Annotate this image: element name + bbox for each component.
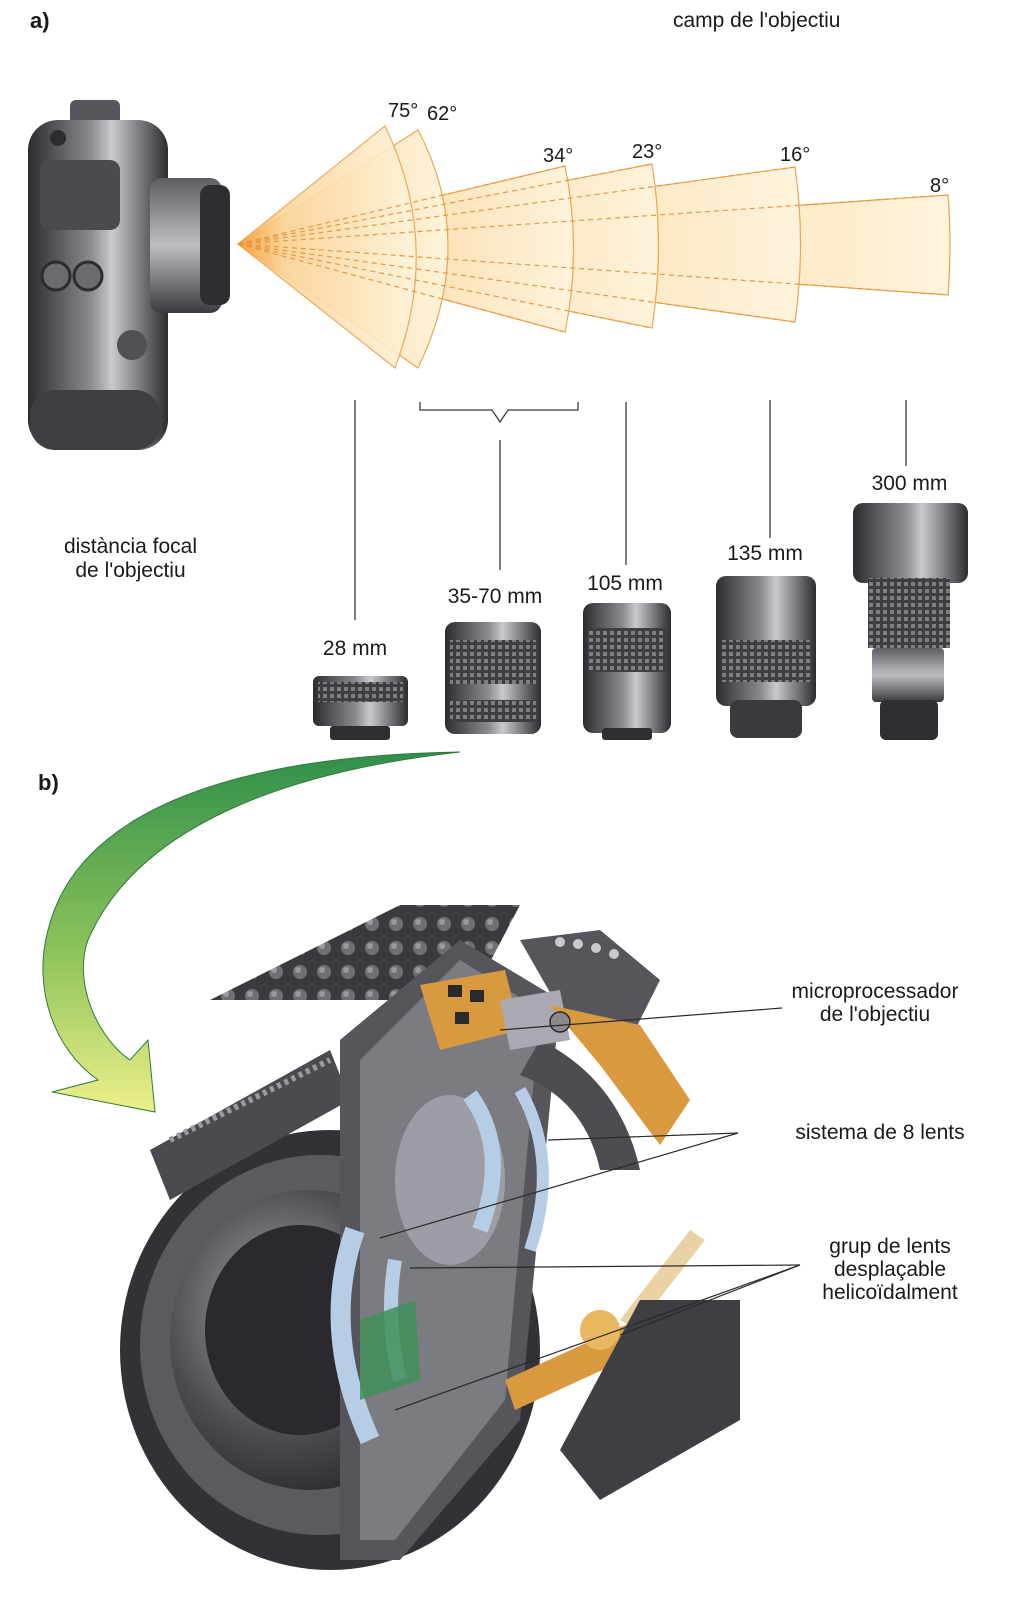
callout-microprocessor-line2: de l'objectiu [819,1003,931,1026]
callout-helical-group-line2: desplaçable [833,1258,947,1281]
callout-helical-group-line1: grup de lents [829,1235,951,1258]
angle-label-34: 34° [543,145,574,167]
callout-lens-system: sistema de 8 lents [795,1121,965,1144]
focal-length-title-line2: de l'objectiu [75,559,186,582]
lens-35-70mm [445,622,541,734]
angle-label-62: 62° [427,103,458,125]
focal-length-title-line1: distància focal [63,535,198,558]
lens-28mm [313,676,408,740]
green-curved-arrow [42,751,461,1113]
lens-label-135mm: 135 mm [727,542,803,565]
lens-300mm [853,503,968,740]
lens-105mm [583,603,671,740]
lens-label-35-70mm: 35-70 mm [447,585,543,608]
angle-label-8: 8° [930,175,950,197]
field-of-view-cones [236,125,951,369]
callout-helical-group: grup de lents desplaçable helicoïdalment [790,1235,990,1304]
callout-microprocessor-line1: microprocessador [791,980,959,1003]
callout-lines [379,1007,801,1411]
lens-label-105mm: 105 mm [587,572,663,595]
cone-75deg [237,125,417,369]
lens-cutaway [120,905,740,1570]
camera-illustration [28,100,230,450]
callout-microprocessor: microprocessador de l'objectiu [770,980,980,1026]
connector-lines [354,400,907,620]
section-label-a: a) [30,8,50,33]
angle-label-75: 75° [388,100,419,122]
field-of-view-title: camp de l'objectiu [673,9,841,32]
callout-helical-group-line3: helicoïdalment [822,1281,958,1304]
lens-label-28mm: 28 mm [322,637,388,660]
angle-label-23: 23° [632,141,663,163]
angle-label-16: 16° [780,144,811,166]
section-label-b: b) [38,770,59,795]
lens-135mm [716,576,816,738]
lens-label-300mm: 300 mm [871,472,948,495]
focal-length-title: distància focal de l'objectiu [48,535,213,583]
